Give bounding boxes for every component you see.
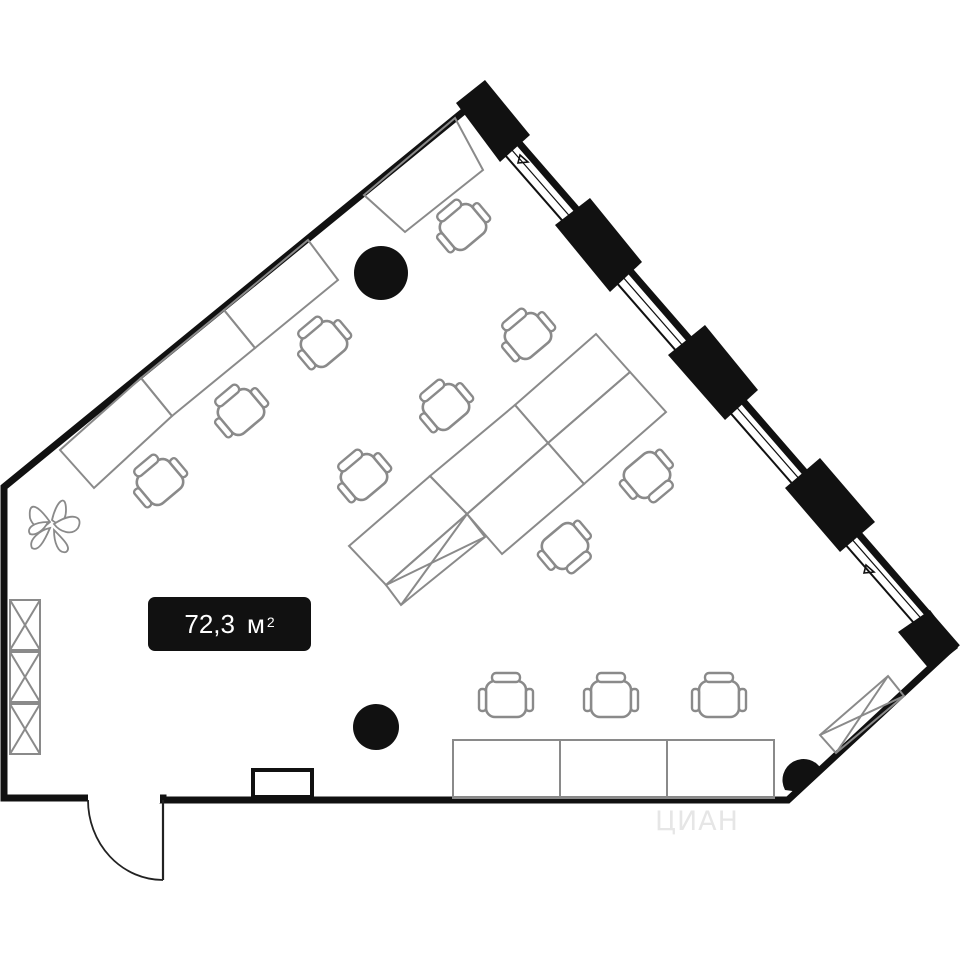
chair-icon xyxy=(285,305,358,377)
storage-cabinet xyxy=(818,674,906,755)
outer-wall xyxy=(0,93,960,804)
chair-icon xyxy=(582,671,640,719)
entrance-door[interactable] xyxy=(87,799,165,881)
chair-icon xyxy=(407,368,480,440)
radiator xyxy=(251,768,314,799)
area-unit: м xyxy=(246,608,265,639)
area-unit-power: 2 xyxy=(266,614,275,630)
central-desks xyxy=(347,332,668,607)
left-shelving xyxy=(9,599,41,755)
chair-icon xyxy=(613,442,686,514)
chair-icon xyxy=(202,373,275,445)
plant-icon xyxy=(28,499,81,554)
watermark: ЦИАН xyxy=(655,806,739,837)
chair-icon xyxy=(489,297,562,369)
bottom-desks xyxy=(452,739,775,799)
column-icon xyxy=(353,704,399,750)
wall-piers xyxy=(456,80,958,670)
wall-desks xyxy=(58,116,485,490)
column-icon xyxy=(354,246,408,300)
chair-icon xyxy=(477,671,535,719)
chair-icon xyxy=(424,188,497,260)
column-icon xyxy=(782,758,822,792)
chair-icon xyxy=(531,513,604,585)
chair-icon xyxy=(690,671,748,719)
chair-icon xyxy=(121,443,194,515)
chair-icon xyxy=(325,438,398,510)
area-value: 72,3 xyxy=(184,608,235,639)
